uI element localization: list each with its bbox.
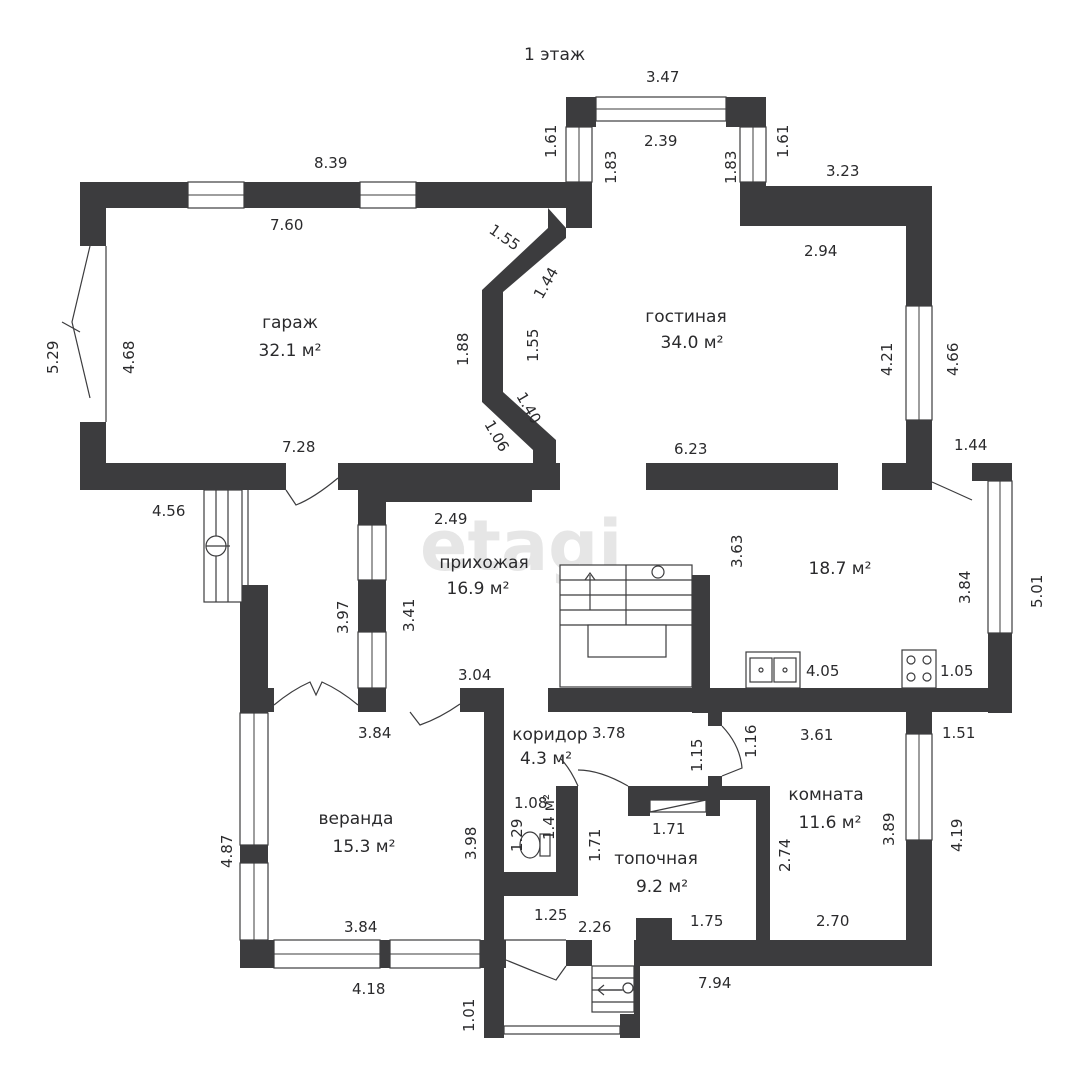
bottom-stairs-icon (591, 965, 635, 1013)
room-name-corridor: коридор (512, 725, 587, 745)
dim-label: 4.19 (948, 819, 966, 852)
dim-label: 4.66 (944, 343, 962, 376)
dim-label: 1.55 (524, 329, 542, 362)
dim-label: 1.71 (586, 829, 604, 862)
dim-label: 1.61 (774, 125, 792, 158)
room-name-garage: гараж (262, 313, 318, 333)
room-area-boiler: 9.2 м² (636, 877, 688, 897)
dim-label: 2.70 (816, 912, 849, 930)
dim-label: 3.97 (334, 601, 352, 634)
sink-icon (745, 651, 801, 689)
room-name-living: гостиная (645, 307, 726, 327)
dim-label: 3.47 (646, 68, 679, 86)
dim-label: 4.05 (806, 662, 839, 680)
fixtures (203, 489, 937, 1013)
room-area-kitchen: 18.7 м² (809, 559, 872, 579)
floor-title: 1 этаж (524, 45, 585, 65)
dim-label: 3.98 (462, 827, 480, 860)
dim-label: 2.74 (776, 839, 794, 872)
room-area-corridor: 4.3 м² (520, 749, 572, 769)
dim-label: 1.44 (530, 264, 562, 302)
dim-label: 3.04 (458, 666, 491, 684)
toilet-icon (519, 831, 551, 859)
dim-label: 1.55 (486, 221, 524, 255)
dim-label: 4.18 (352, 980, 385, 998)
dim-label: 4.87 (218, 835, 236, 868)
stove-icon (901, 649, 937, 689)
dim-label: 7.94 (698, 974, 731, 992)
room-area-veranda: 15.3 м² (333, 837, 396, 857)
stairs-icon (560, 565, 692, 658)
room-name-veranda: веранда (319, 809, 394, 829)
dim-label: 3.61 (800, 726, 833, 744)
porch-stairs-icon (203, 489, 243, 603)
dim-label: 1.05 (940, 662, 973, 680)
dim-label: 2.26 (578, 918, 611, 936)
dim-label: 1.61 (542, 125, 560, 158)
dim-label: 3.78 (592, 724, 625, 742)
room-name-hall: прихожая (439, 553, 528, 573)
room-name-room: комната (788, 785, 863, 805)
dim-label: 3.23 (826, 162, 859, 180)
dim-label: 6.23 (674, 440, 707, 458)
room-name-boiler: топочная (614, 849, 698, 869)
room-area-garage: 32.1 м² (259, 341, 322, 361)
room-area-living: 34.0 м² (661, 333, 724, 353)
dim-label: 8.39 (314, 154, 347, 172)
dim-label: 3.84 (358, 724, 391, 742)
dim-label: 2.39 (644, 132, 677, 150)
dim-label: 4.56 (152, 502, 185, 520)
dim-label: 3.89 (880, 813, 898, 846)
dim-label: 2.94 (804, 242, 837, 260)
dim-label: 7.60 (270, 216, 303, 234)
dim-label: 2.49 (434, 510, 467, 528)
dim-label: 4.68 (120, 341, 138, 374)
dim-label: 4.21 (878, 343, 896, 376)
dim-label: 7.28 (282, 438, 315, 456)
dim-label: 1.88 (454, 333, 472, 366)
dim-label: 1.16 (742, 725, 760, 758)
dim-label: 3.84 (344, 918, 377, 936)
dim-label: 1.25 (534, 906, 567, 924)
doors (61, 245, 973, 981)
dim-label: 1.71 (652, 820, 685, 838)
dim-label: 1.44 (954, 436, 987, 454)
dim-label: 1.83 (722, 151, 740, 184)
dim-label: 5.01 (1028, 575, 1046, 608)
room-area-hall: 16.9 м² (447, 579, 510, 599)
dim-label: 1.75 (690, 912, 723, 930)
dim-label: 3.63 (728, 535, 746, 568)
dim-label: 1.83 (602, 151, 620, 184)
dim-label: 1.08 (514, 794, 547, 812)
room-area-room: 11.6 м² (799, 813, 862, 833)
dim-label: 1.29 (508, 819, 526, 852)
dim-label: 1.15 (688, 739, 706, 772)
room-labels: гараж 32.1 м² гостиная 34.0 м² прихожая … (259, 307, 872, 897)
dim-label: 1.51 (942, 724, 975, 742)
dim-label: 5.29 (44, 341, 62, 374)
windows (187, 96, 1013, 1035)
dim-label: 3.41 (400, 599, 418, 632)
dim-label: 3.84 (956, 571, 974, 604)
dim-label: 1.01 (460, 999, 478, 1032)
room-area-wc: 1.4 м² (540, 794, 558, 840)
